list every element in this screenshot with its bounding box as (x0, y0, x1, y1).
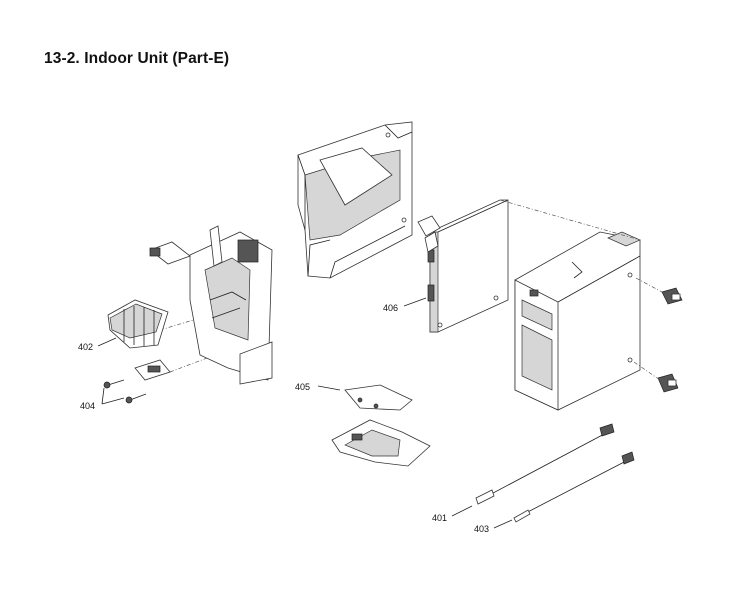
callout-404: 404 (80, 387, 125, 411)
callout-label-403: 403 (474, 524, 489, 534)
callout-406: 406 (383, 297, 427, 313)
callout-405: 405 (295, 382, 341, 392)
cord-clamp (134, 359, 171, 381)
electrical-box-frame (149, 225, 273, 385)
screw-lower (125, 393, 147, 404)
callout-label-406: 406 (383, 303, 398, 313)
thermistor-403 (513, 451, 635, 523)
control-cover (344, 384, 413, 411)
callout-403: 403 (474, 519, 513, 534)
callout-label-405: 405 (295, 382, 310, 392)
pcb-assembly (417, 199, 509, 333)
control-box (514, 231, 641, 411)
callout-401: 401 (432, 505, 473, 523)
screw-upper (103, 379, 125, 389)
assembly-line-pcb-to-box (499, 199, 641, 241)
receiver-unit (331, 419, 431, 467)
duct-cover-panel (297, 121, 413, 279)
assembly-line-clamp (169, 354, 216, 373)
page-title: 13-2. Indoor Unit (Part-E) (44, 50, 230, 67)
right-clip-lower (657, 373, 679, 393)
assembly-line-clip-upper (635, 277, 663, 293)
terminal-block (107, 299, 169, 349)
callout-402: 402 (78, 337, 117, 352)
assembly-line-clip-lower (633, 361, 661, 381)
thermistor-401 (475, 423, 615, 505)
callout-label-404: 404 (80, 401, 95, 411)
right-clip-upper (661, 287, 683, 305)
callout-label-401: 401 (432, 513, 447, 523)
callout-label-402: 402 (78, 342, 93, 352)
